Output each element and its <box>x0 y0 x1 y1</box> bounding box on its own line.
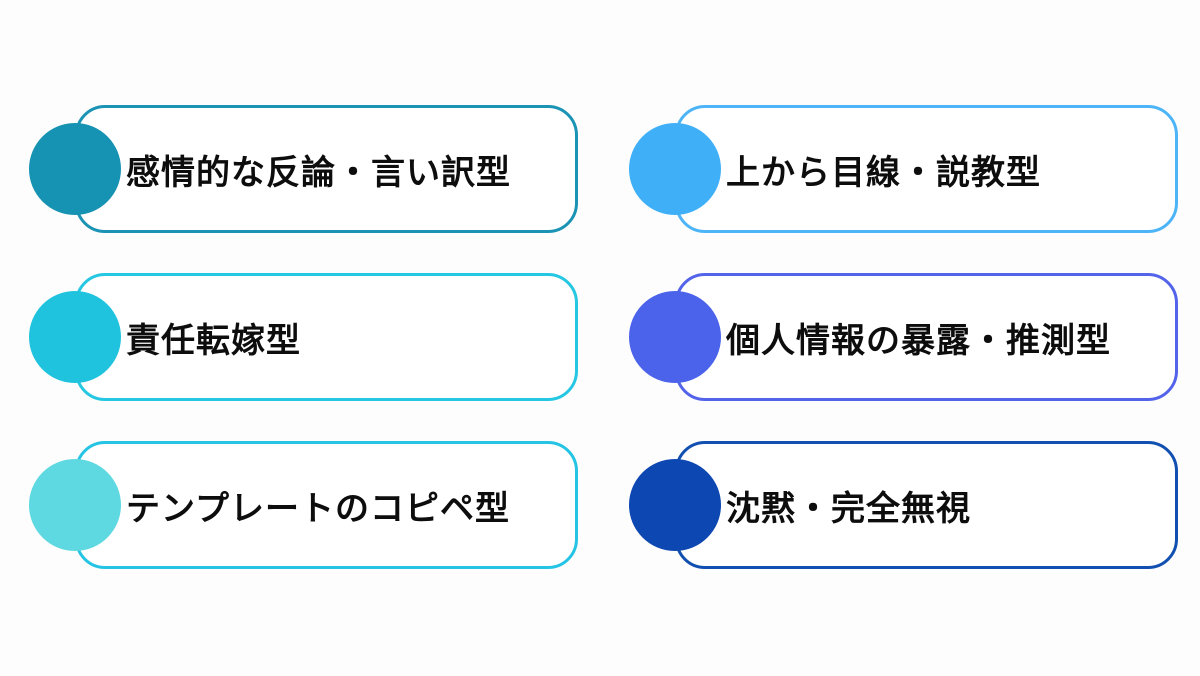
card-emotional-rebuttal-excuse: 感情的な反論・言い訳型 <box>29 105 578 233</box>
bullet-circle-icon <box>629 459 721 551</box>
card-label: 感情的な反論・言い訳型 <box>126 153 511 192</box>
card-condescending-preachy: 上から目線・説教型 <box>629 105 1178 233</box>
card-label: 個人情報の暴露・推測型 <box>726 321 1111 360</box>
bullet-circle-icon <box>29 459 121 551</box>
card-label: 沈黙・完全無視 <box>726 489 971 528</box>
card-label: 上から目線・説教型 <box>726 153 1041 192</box>
card-template-copypaste: テンプレートのコピペ型 <box>29 441 578 569</box>
card-label: テンプレートのコピペ型 <box>126 489 510 528</box>
card-blame-shifting: 責任転嫁型 <box>29 273 578 401</box>
bullet-circle-icon <box>29 291 121 383</box>
bullet-circle-icon <box>629 123 721 215</box>
card-label: 責任転嫁型 <box>126 321 301 360</box>
bullet-circle-icon <box>629 291 721 383</box>
card-personal-info-exposure: 個人情報の暴露・推測型 <box>629 273 1178 401</box>
bullet-circle-icon <box>29 123 121 215</box>
card-silence-total-ignore: 沈黙・完全無視 <box>629 441 1178 569</box>
